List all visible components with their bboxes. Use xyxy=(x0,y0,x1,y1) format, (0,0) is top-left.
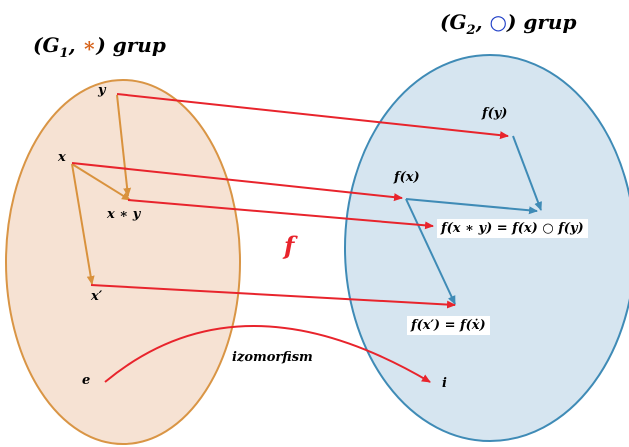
map-arrow-xprime xyxy=(90,284,456,309)
map-arrow-y xyxy=(116,93,509,140)
group1-title-sub: 1 xyxy=(59,46,69,61)
op-arrow-fx-to-fxy xyxy=(405,198,538,215)
op-arrow-y-to-xy xyxy=(116,94,132,197)
element-f-x-prime: f(x′) = f(ẋ) xyxy=(407,316,490,335)
iso-label: izomorfism xyxy=(232,350,313,365)
group2-ellipse xyxy=(344,54,629,442)
element-y: y xyxy=(98,83,106,98)
op-arrow-x-to-xy xyxy=(71,163,131,201)
group2-title-open: (G xyxy=(440,10,467,34)
element-f-y: f(y) xyxy=(482,106,508,121)
element-x: x xyxy=(58,150,66,165)
group2-title: (G2, ○) grup xyxy=(440,10,576,38)
group1-operation-symbol: ∗ xyxy=(82,33,97,57)
element-x-star-y: x ∗ y xyxy=(107,207,141,222)
element-e: e xyxy=(82,373,91,388)
op-arrow-fx-to-fxprime xyxy=(405,198,456,305)
map-arrow-x xyxy=(71,162,403,202)
group1-title-close: ) grup xyxy=(96,33,166,57)
op-arrow-fy-to-fxy xyxy=(512,135,542,211)
iso-arrow-e-to-i xyxy=(104,325,431,383)
element-i: i xyxy=(442,376,447,391)
map-arrow-xy xyxy=(127,199,434,230)
group2-title-comma: , xyxy=(475,10,490,34)
group1-title-open: (G xyxy=(33,33,60,57)
group2-operation-symbol: ○ xyxy=(489,10,507,34)
op-arrow-x-to-xprime xyxy=(71,163,95,285)
group1-title-comma: , xyxy=(68,33,83,57)
element-f-x-star-y: f(x ∗ y) = f(x) ○ f(y) xyxy=(437,219,588,238)
group2-title-close: ) grup xyxy=(506,10,577,34)
group1-ellipse xyxy=(5,79,241,445)
group1-title: (G1, ∗) grup xyxy=(33,33,166,61)
map-label-f: f xyxy=(284,231,295,260)
group2-title-sub: 2 xyxy=(466,23,476,38)
element-x-prime: x′ xyxy=(91,289,103,304)
element-f-x: f(x) xyxy=(394,170,420,185)
